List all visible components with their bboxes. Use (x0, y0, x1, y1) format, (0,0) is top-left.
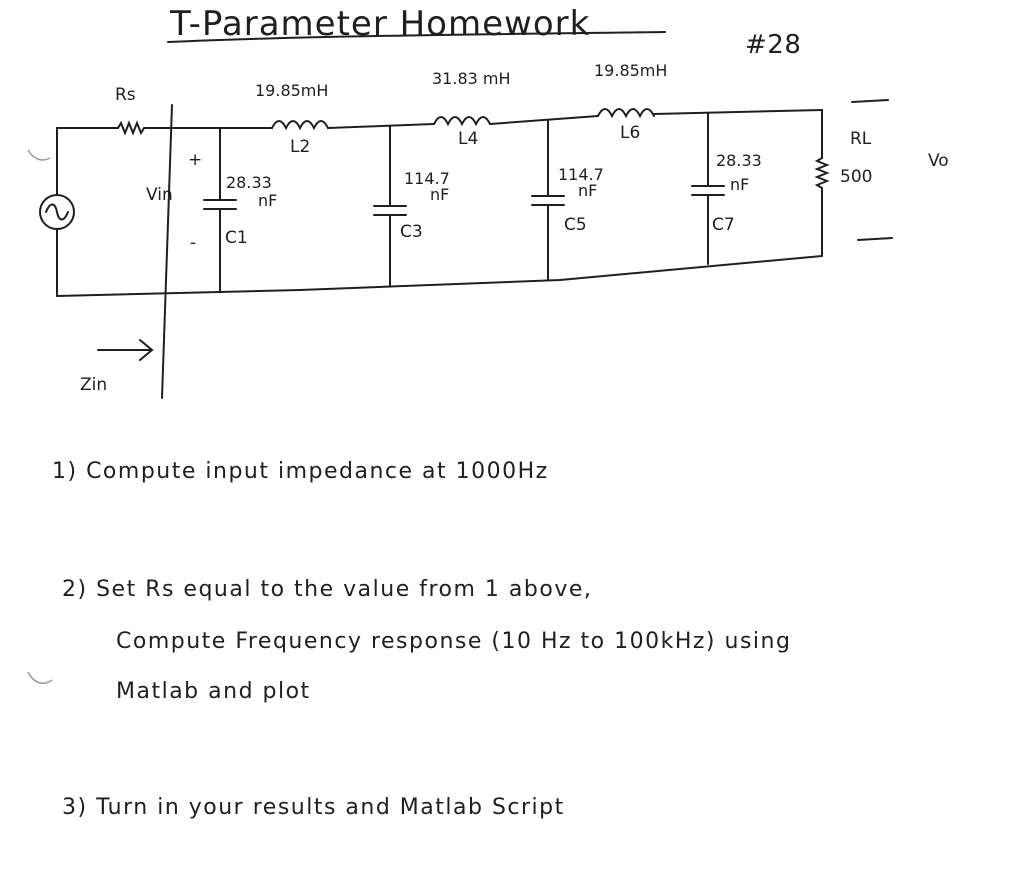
output-terminal-bottom (857, 237, 893, 241)
c3-value: 114.7 (404, 169, 450, 188)
c7-unit: nF (730, 175, 749, 194)
rl-resistor (814, 157, 830, 189)
question-1: 1) Compute input impedance at 1000Hz (52, 459, 549, 484)
vin-label: Vin (146, 185, 173, 205)
page-title: T-Parameter Homework (170, 4, 591, 44)
l4-label: L4 (458, 129, 478, 149)
title-underline (167, 31, 666, 43)
output-terminal-top (851, 99, 889, 103)
l6-value: 19.85mH (594, 61, 667, 80)
problem-number: #28 (745, 30, 802, 60)
question-2-line-3: Matlab and plot (116, 679, 311, 704)
question-2-line-2: Compute Frequency response (10 Hz to 100… (116, 629, 791, 654)
top-wire-end (653, 109, 823, 115)
c5-label: C5 (564, 215, 587, 235)
c1-unit: nF (258, 191, 277, 210)
c5-unit: nF (578, 181, 597, 200)
zin-arrowhead-icon (139, 339, 154, 361)
inductor-l2 (271, 120, 329, 131)
c3-label: C3 (400, 222, 423, 242)
ac-source-wave-icon (45, 203, 69, 221)
l6-label: L6 (620, 123, 640, 143)
top-wire (327, 123, 435, 129)
top-wire (489, 115, 599, 125)
c7-label: C7 (712, 215, 735, 235)
c5-value: 114.7 (558, 165, 604, 184)
rs-label: Rs (115, 85, 136, 105)
inductor-l6 (597, 108, 655, 119)
vin-plus: + (188, 150, 202, 170)
rl-label: RL (850, 129, 872, 149)
zin-boundary-line (161, 104, 173, 399)
vin-minus: - (190, 233, 196, 253)
inductor-l4 (433, 116, 491, 127)
c1-label: C1 (225, 228, 248, 248)
l2-label: L2 (290, 137, 310, 157)
question-3: 3) Turn in your results and Matlab Scrip… (62, 795, 565, 820)
c7-value: 28.33 (716, 151, 762, 170)
margin-mark (27, 671, 53, 685)
zin-label: Zin (80, 375, 107, 395)
c3-unit: nF (430, 185, 449, 204)
l4-value: 31.83 mH (432, 69, 511, 88)
margin-mark (27, 149, 51, 161)
rs-resistor (117, 120, 145, 136)
vo-label: Vo (928, 151, 949, 171)
l2-value: 19.85mH (255, 81, 328, 100)
ground-wire (56, 255, 823, 297)
c1-value: 28.33 (226, 173, 272, 192)
rl-value: 500 (840, 167, 872, 187)
question-2-line-1: 2) Set Rs equal to the value from 1 abov… (62, 577, 592, 602)
